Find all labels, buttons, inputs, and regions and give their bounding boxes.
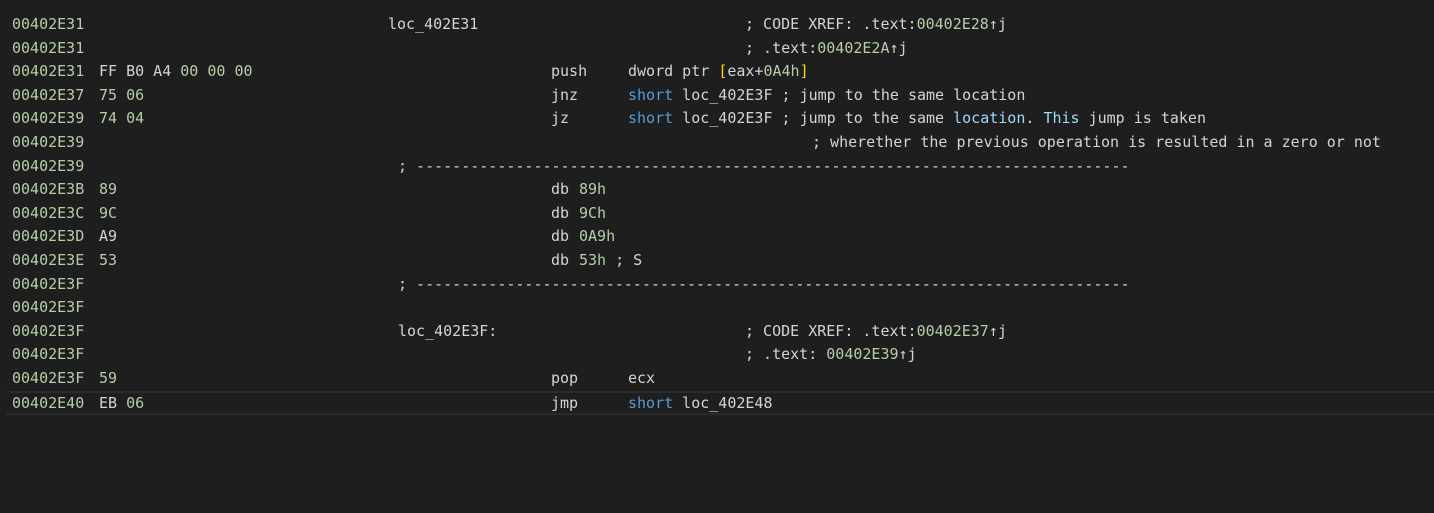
address: 00402E31 <box>12 62 85 81</box>
jump-target[interactable]: loc_402E3F <box>673 109 773 128</box>
address: 00402E3F <box>12 274 85 293</box>
xref-comment: ; .text:00402E2A↑j <box>745 38 908 57</box>
opcode-bytes: 74 04 <box>99 109 145 128</box>
comment: ; wherether the previous operation is re… <box>812 132 1381 151</box>
code-line[interactable]: 00402E31 ; .text:00402E2A↑j <box>0 37 1434 61</box>
xref-address[interactable]: 00402E28 <box>916 15 989 33</box>
comment: ; jump to the same location <box>772 85 1026 104</box>
mnemonic: jnz <box>551 85 579 104</box>
operand: 0A9h <box>579 227 616 246</box>
xref-comment: ; .text: 00402E39↑j <box>745 345 917 364</box>
address: 00402E40 <box>12 393 85 412</box>
operand: short loc_402E48 <box>628 393 773 412</box>
address: 00402E3F <box>12 321 85 340</box>
operand: short loc_402E3F ; jump to the same loca… <box>628 109 1206 128</box>
address: 00402E39 <box>12 132 85 151</box>
opcode-bytes: FF B0 A4 00 00 00 <box>99 62 253 81</box>
opcode-bytes: EB 06 <box>99 393 145 412</box>
disassembly-listing: 00402E31 loc_402E31 ; CODE XREF: .text:0… <box>0 13 1434 415</box>
code-line[interactable]: 00402E31 loc_402E31 ; CODE XREF: .text:0… <box>0 13 1434 37</box>
opcode-bytes: 75 06 <box>99 85 145 104</box>
code-line[interactable]: 00402E37 75 06 jnz short loc_402E3F ; ju… <box>0 84 1434 108</box>
comment: ; jump to the same location. This jump i… <box>772 109 1206 128</box>
address: 00402E39 <box>12 156 85 175</box>
operand: dword ptr [eax+0A4h] <box>628 62 809 81</box>
address: 00402E3F <box>12 298 85 317</box>
separator: ; --------------------------------------… <box>398 274 1130 293</box>
address: 00402E37 <box>12 85 85 104</box>
mnemonic: jz <box>551 109 570 128</box>
code-line[interactable]: 00402E39 74 04 jz short loc_402E3F ; jum… <box>0 107 1434 131</box>
address: 00402E3C <box>12 203 85 222</box>
xref-address[interactable]: 00402E2A <box>817 38 890 57</box>
operand: ecx <box>628 368 656 387</box>
code-line[interactable]: 00402E3E 53 db 53h ; S <box>0 249 1434 273</box>
operand: 89h <box>579 180 607 199</box>
xref-comment: ; CODE XREF: .text:00402E37↑j <box>745 321 1007 340</box>
address: 00402E31 <box>12 38 85 57</box>
code-line[interactable]: 00402E39 ; wherether the previous operat… <box>0 131 1434 155</box>
mnemonic: pop <box>551 368 579 387</box>
address: 00402E39 <box>12 109 85 128</box>
mnemonic: db <box>551 227 570 246</box>
operand: 9Ch <box>579 203 607 222</box>
xref-address[interactable]: 00402E39 <box>826 345 899 364</box>
address: 00402E3F <box>12 345 85 364</box>
address: 00402E3B <box>12 180 85 199</box>
jump-target[interactable]: loc_402E3F <box>673 85 773 104</box>
operand: short loc_402E3F ; jump to the same loca… <box>628 85 1026 104</box>
label[interactable]: loc_402E3F: <box>398 321 498 340</box>
address: 00402E31 <box>12 15 85 33</box>
code-line[interactable]: 00402E3F ; .text: 00402E39↑j <box>0 343 1434 367</box>
code-line[interactable]: 00402E3F ; -----------------------------… <box>0 273 1434 297</box>
jump-target[interactable]: loc_402E48 <box>673 393 773 412</box>
xref-comment: ; CODE XREF: .text:00402E28↑j <box>745 15 1007 33</box>
mnemonic: db <box>551 250 570 269</box>
mnemonic: jmp <box>551 393 579 412</box>
code-line[interactable]: 00402E3F loc_402E3F: ; CODE XREF: .text:… <box>0 320 1434 344</box>
opcode-bytes: 9C <box>99 203 118 222</box>
code-line[interactable]: 00402E3B 89 db 89h <box>0 178 1434 202</box>
mnemonic: db <box>551 180 570 199</box>
current-code-line[interactable]: 00402E40 EB 06 jmp short loc_402E48 <box>6 390 1434 415</box>
comment: ; S <box>606 250 643 269</box>
separator: ; --------------------------------------… <box>398 156 1130 175</box>
opcode-bytes: 53 <box>99 250 118 269</box>
code-line[interactable]: 00402E3F <box>0 296 1434 320</box>
mnemonic: push <box>551 62 588 81</box>
address: 00402E3E <box>12 250 85 269</box>
opcode-bytes: A9 <box>99 227 118 246</box>
opcode-bytes: 89 <box>99 180 118 199</box>
label[interactable]: loc_402E31 <box>388 15 479 33</box>
code-line[interactable]: 00402E3F 59 pop ecx <box>0 367 1434 391</box>
operand: 53h ; S <box>579 250 643 269</box>
opcode-bytes: 59 <box>99 368 118 387</box>
code-line[interactable]: 00402E31 FF B0 A4 00 00 00 push dword pt… <box>0 60 1434 84</box>
code-line[interactable]: 00402E3C 9C db 9Ch <box>0 202 1434 226</box>
address: 00402E3D <box>12 227 85 246</box>
mnemonic: db <box>551 203 570 222</box>
address: 00402E3F <box>12 368 85 387</box>
code-line[interactable]: 00402E39 ; -----------------------------… <box>0 155 1434 179</box>
code-line[interactable]: 00402E3D A9 db 0A9h <box>0 225 1434 249</box>
xref-address[interactable]: 00402E37 <box>916 321 989 340</box>
